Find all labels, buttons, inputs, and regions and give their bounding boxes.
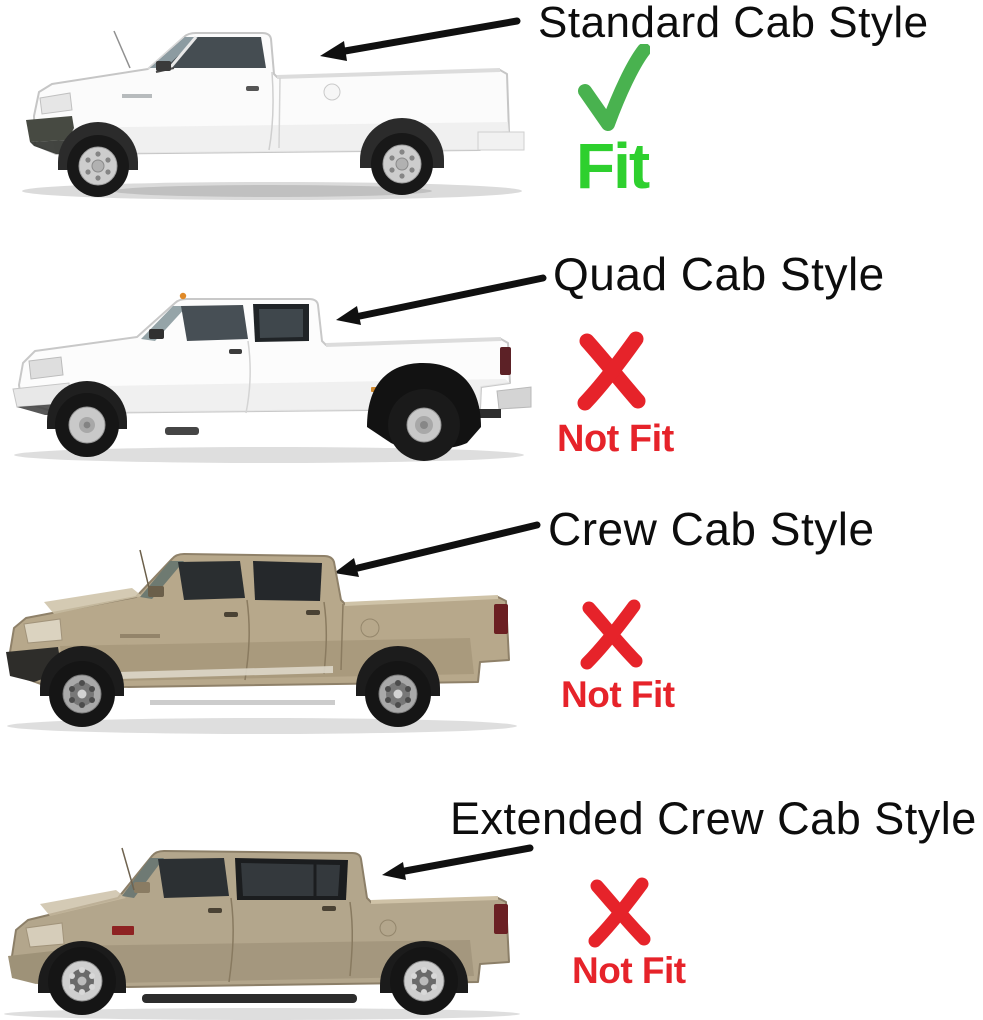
left-arrow-icon [320,17,521,61]
rear-wheel [365,661,431,727]
fit-text: Fit [576,130,650,202]
green-check-icon [578,44,650,131]
extended-crew-cab-label: Extended Crew Cab Style [450,793,977,844]
standard-cab-label: Standard Cab Style [538,0,929,47]
not-fit-text: Not Fit [557,418,674,460]
front-wheel [48,947,116,1015]
left-arrow-icon [334,521,541,577]
quad-cab-truck-image [12,292,532,463]
standard-cab-truck-image [22,30,525,200]
red-x-icon [577,331,646,411]
rear-wheel [371,133,433,195]
crew-cab-label: Crew Cab Style [548,503,875,555]
red-x-icon [580,599,643,670]
front-wheel [67,135,129,197]
crew-cab-truck-image [6,549,517,734]
left-arrow-icon [336,274,547,325]
front-wheel [55,393,119,457]
quad-cab-label: Quad Cab Style [553,248,885,300]
rear-dually-wheel [388,389,460,461]
red-x-icon [588,877,651,948]
not-fit-text: Not Fit [572,950,686,991]
extended-crew-cab-truck-image [4,847,520,1020]
rear-wheel [390,947,458,1015]
not-fit-text: Not Fit [561,674,675,715]
front-wheel [49,661,115,727]
left-arrow-icon [382,844,534,880]
